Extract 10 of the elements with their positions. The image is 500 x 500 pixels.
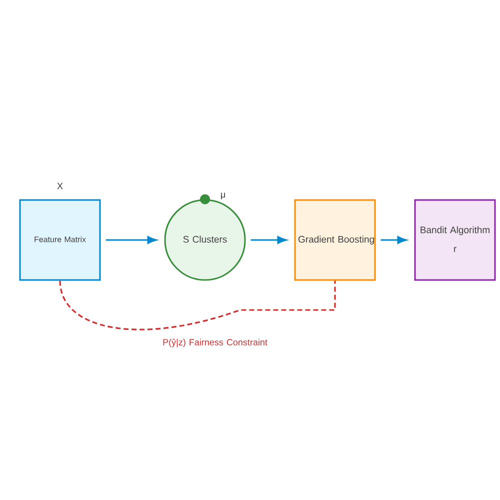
dashed-connector <box>59 280 336 330</box>
variable-label: X <box>57 182 63 190</box>
arrow <box>106 236 157 244</box>
process-box: Bandit Algorithm r <box>414 199 496 281</box>
process-box: Feature Matrix <box>19 199 101 281</box>
variable-label: μ <box>221 192 225 200</box>
process-box: Gradient Boosting <box>294 199 376 281</box>
arrow <box>250 236 287 244</box>
edge-label: P(ŷ|z) Fairness Constraint <box>163 338 268 348</box>
arrow <box>380 236 407 244</box>
